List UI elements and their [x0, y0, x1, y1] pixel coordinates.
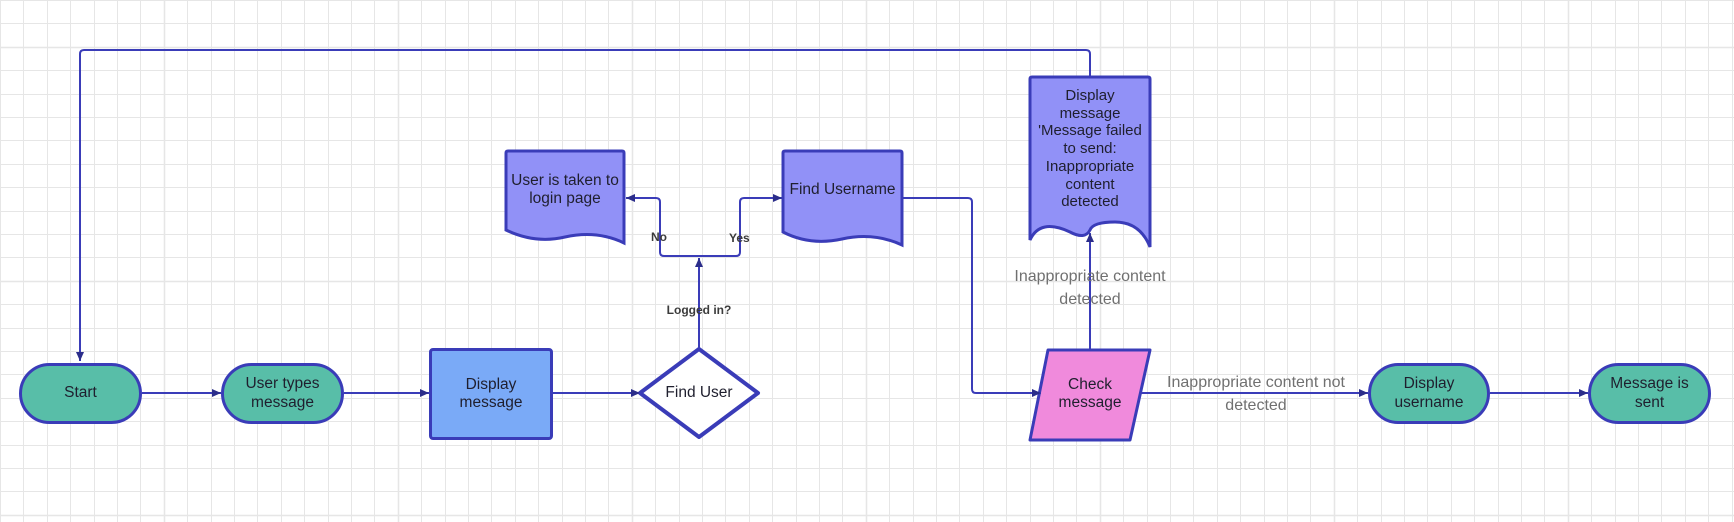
login-page-document-shape[interactable]: [504, 149, 626, 246]
user-types-message-node[interactable]: User types message: [221, 363, 344, 424]
start-node[interactable]: Start: [19, 363, 142, 424]
find-user-decision-shape[interactable]: [638, 347, 760, 439]
not-detected-label: Inappropriate content not detected: [1167, 374, 1345, 415]
edge-find-username-to-check: [903, 197, 1041, 397]
check-message-io-shape[interactable]: [1028, 348, 1152, 442]
display-username-node[interactable]: Display username: [1368, 363, 1490, 424]
display-message-node[interactable]: Display message: [429, 348, 553, 440]
edge-yes-to-find-username: [699, 194, 782, 257]
logged-in-label: Logged in?: [666, 303, 732, 317]
user-types-message-label: User types message: [245, 375, 320, 411]
message-sent-label: Message is sent: [1610, 375, 1689, 411]
no-label: No: [651, 230, 667, 244]
find-username-document-shape[interactable]: [781, 149, 904, 248]
edge-failed-message-to-start: [76, 49, 1091, 361]
yes-label: Yes: [729, 231, 750, 245]
edge-no-to-login-page: [626, 194, 699, 257]
display-message-label: Display message: [459, 375, 523, 411]
inappropriate-detected-label: Inappropriate content detected: [1014, 268, 1166, 309]
message-sent-node[interactable]: Message is sent: [1588, 363, 1711, 424]
start-label: Start: [64, 384, 97, 402]
display-username-label: Display username: [1394, 375, 1464, 411]
failed-message-document-shape[interactable]: [1028, 75, 1152, 248]
